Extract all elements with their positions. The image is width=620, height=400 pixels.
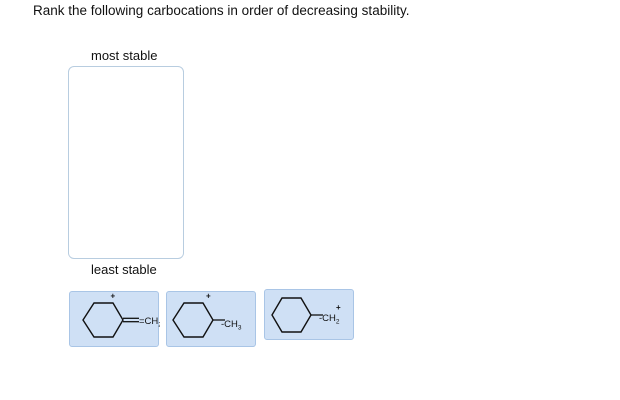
group-text: -CH [221, 319, 238, 330]
carbocation-tile-3[interactable]: -CH2 + [264, 289, 354, 340]
ranking-drop-zone[interactable] [68, 66, 184, 259]
group-label: =CH2 [139, 316, 160, 329]
positive-charge: + [336, 303, 341, 312]
least-stable-label: least stable [91, 262, 157, 277]
carbocation-structure-1: =CH2 + [82, 292, 160, 338]
question-text: Rank the following carbocations in order… [33, 3, 410, 18]
group-text: -CH [319, 313, 336, 324]
carbocation-tile-1[interactable]: =CH2 + [69, 291, 160, 347]
positive-charge: + [206, 292, 211, 301]
group-text: =CH [139, 316, 158, 327]
group-subscript: 3 [238, 325, 242, 332]
most-stable-label: most stable [91, 48, 158, 63]
carbocation-structure-2: -CH3 + [172, 292, 242, 338]
cyclohexane-ring [271, 297, 312, 333]
positive-charge: + [111, 292, 116, 301]
group-subscript: 2 [336, 319, 340, 326]
group-subscript: 2 [158, 322, 160, 329]
carbocation-tile-2[interactable]: -CH3 + [166, 291, 256, 347]
group-label: -CH3 [221, 319, 242, 332]
cyclohexane-ring [172, 302, 214, 338]
carbocation-structure-3: -CH2 + [271, 297, 341, 333]
group-label: -CH2 [319, 313, 340, 326]
cyclohexane-ring [82, 302, 124, 338]
